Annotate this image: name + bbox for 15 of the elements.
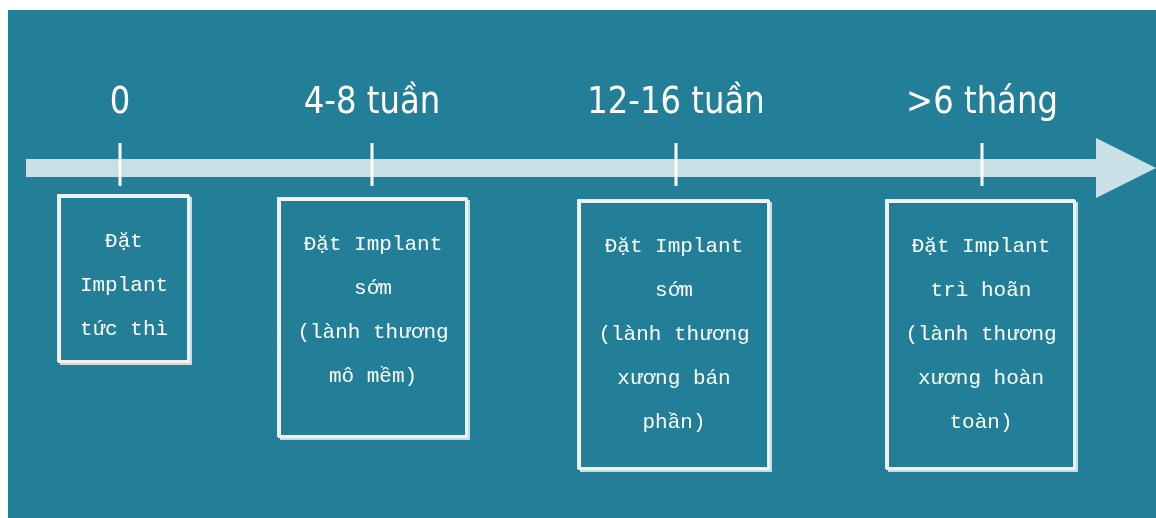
- box-text: Đặt Implant sớm: [603, 234, 745, 304]
- stage-box: [578, 200, 770, 470]
- box-text: Đặt Implant tức thì: [78, 229, 170, 343]
- stage-box: [278, 198, 468, 438]
- time-label: 0: [108, 78, 132, 122]
- stage-box: [58, 195, 190, 363]
- time-label: >6 tháng: [905, 78, 1059, 122]
- box-text: Đặt Implant sớm: [302, 232, 444, 302]
- box-text: (lành thương xương hoàn toàn): [904, 322, 1058, 436]
- time-label: 12-16 tuần: [586, 78, 766, 122]
- stage-box: [886, 200, 1076, 470]
- box-text: (lành thương mô mềm): [296, 320, 450, 390]
- box-text: Đặt Implant trì hoãn: [910, 234, 1052, 304]
- time-label: 4-8 tuần: [302, 78, 442, 122]
- box-text: (lành thương xương bán phần): [597, 322, 751, 436]
